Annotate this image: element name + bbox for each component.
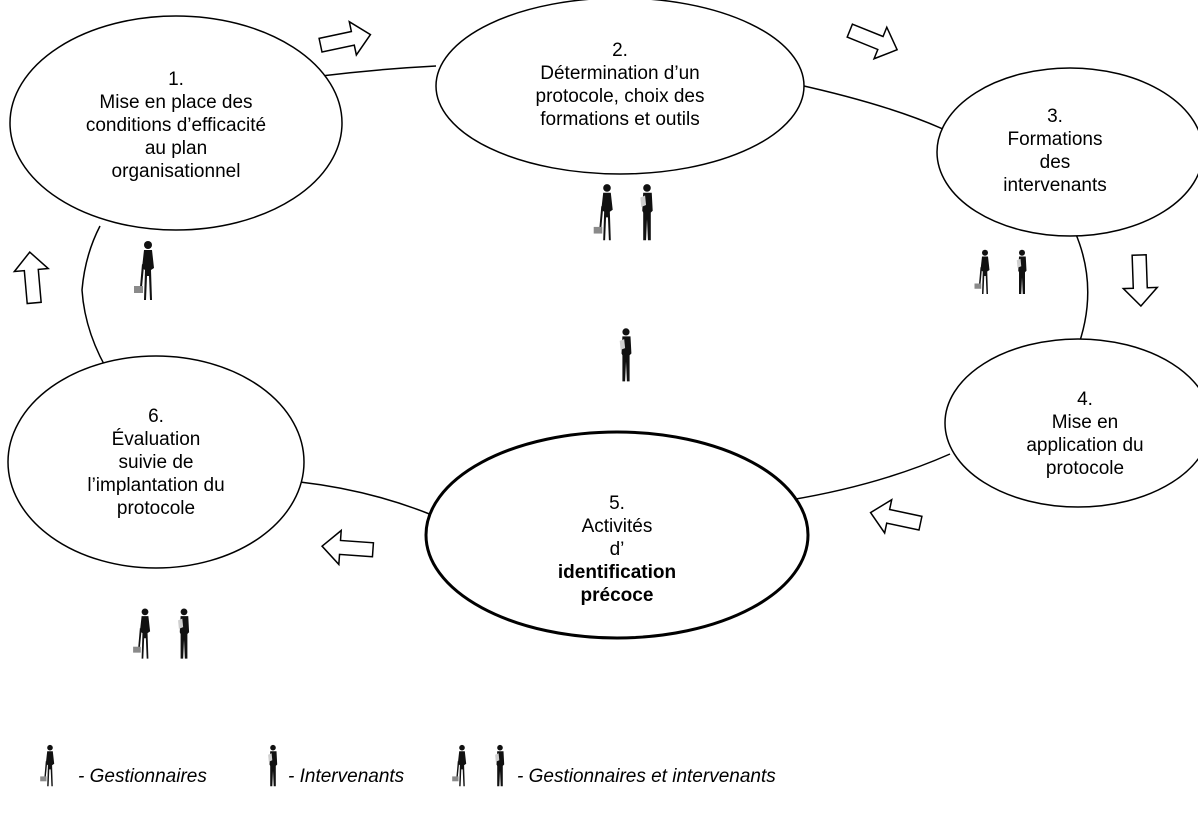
legend-both: - Gestionnaires et intervenants [517,766,776,787]
person-with-briefcase-icon [133,608,151,659]
step-text: des [1039,152,1071,173]
step-3-label: 3. Formations des intervenants [970,106,1140,196]
arrow-icon [12,249,52,306]
person-reading-icon [619,328,632,382]
step-text-bold: identification [557,561,677,583]
step-2-label: 2. Détermination d’un protocole, choix d… [470,40,770,130]
step-number: 3. [1047,106,1063,127]
legend-gestionnaire-icon [40,744,55,787]
step-4-label: 4. Mise en application du protocole [1000,389,1170,479]
step-text: suivie de [118,451,194,473]
step-5-ellipse [424,430,810,640]
step-text: protocole [1045,458,1125,479]
step-number: 4. [1077,389,1093,410]
step-text: l’implantation du [87,474,225,496]
legend-pair-intervenant-icon [495,744,505,787]
step-text: Mise en place des [99,91,253,113]
step-number: 6. [148,405,164,427]
step-text: organisationnel [111,160,241,182]
person-with-briefcase-icon [134,241,154,300]
step-5-label: 5. Activités d’identification précoce [510,493,724,606]
step-3-ellipse [936,67,1198,237]
legend-intervenant-icon [268,744,278,787]
person-with-briefcase-icon [974,249,990,294]
step-text: protocole, choix des [535,86,705,107]
step-text: Mise en [1051,412,1119,433]
step-4-ellipse [944,338,1198,508]
step-text: Formations [1007,129,1103,150]
step-text: protocole [116,497,196,519]
step-ellipses [7,0,1198,640]
arrow-icon [316,17,375,63]
step-text: au plan [144,137,208,159]
arrow-icon [320,528,375,568]
step-1-label: 1. Mise en place des conditions d’effica… [40,69,312,182]
step-1-ellipse [9,15,343,231]
legend-gestionnaires: - Gestionnaires [78,766,207,787]
arrow-icon [842,14,905,67]
step-text: formations et outils [540,109,700,130]
step-text: Évaluation [111,428,201,450]
step-6-label: 6. Évaluation suivie de l’implantation d… [40,406,272,519]
person-reading-icon [178,608,190,659]
step-text: Activités [581,515,653,537]
step-text: conditions d’efficacité [85,114,267,136]
arrow-icon [866,495,925,541]
arrow-icon [1121,253,1159,308]
step-number: 1. [168,68,184,90]
step-text: d’ [609,538,625,560]
step-number: 2. [612,40,628,61]
step-text-bold: précoce [580,584,654,606]
step-6-ellipse [7,355,305,569]
step-number: 5. [609,492,625,514]
legend-pair-gestionnaire-icon [452,744,467,787]
person-reading-icon [640,184,653,241]
step-2-ellipse [435,0,805,175]
step-text: application du [1026,435,1144,456]
person-reading-icon [1016,249,1027,294]
person-with-briefcase-icon [593,184,613,241]
step-text: Détermination d’un [540,63,700,84]
legend-intervenants: - Intervenants [288,766,405,787]
step-text: intervenants [1003,175,1107,196]
